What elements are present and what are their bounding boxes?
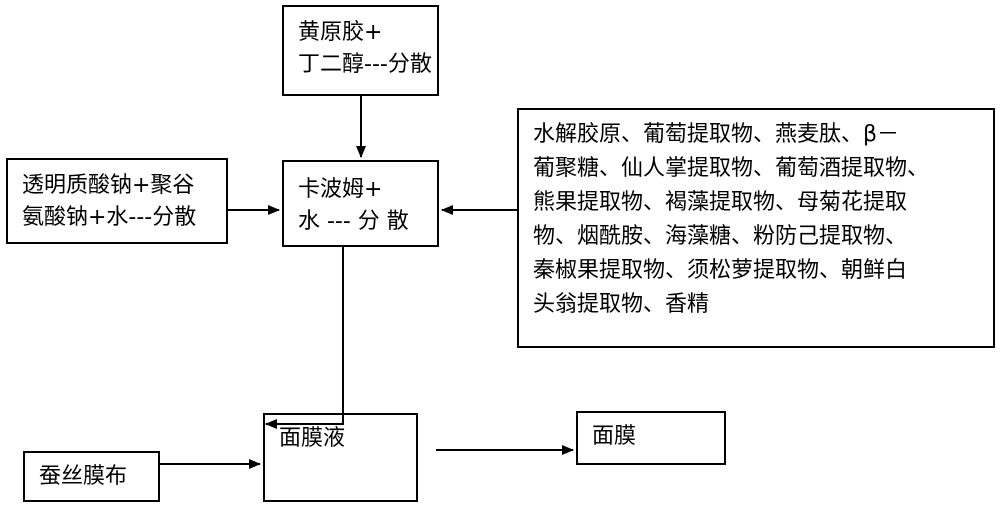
arrow-carbomer-to-liquid — [265, 247, 344, 429]
extracts-line: 物、烟酰胺、海藻糖、粉防己提取物、 — [533, 224, 908, 249]
extracts-line: 水解胶原、葡萄提取物、燕麦肽、β－ — [533, 122, 900, 147]
mask-liquid-box: 面膜液 — [263, 413, 418, 502]
silk-cloth-box: 蚕丝膜布 — [23, 451, 160, 502]
extracts-box: 水解胶原、葡萄提取物、燕麦肽、β－ 葡聚糖、仙人掌提取物、葡萄酒提取物、 熊果提… — [517, 108, 995, 348]
extracts-line: 秦椒果提取物、须松萝提取物、朝鲜白 — [533, 258, 908, 283]
carbomer-line2: 水 --- 分 散 — [298, 209, 409, 234]
carbomer-line1: 卡波姆+ — [298, 177, 383, 202]
extracts-line: 头翁提取物、香精 — [533, 292, 710, 317]
face-mask-label: 面膜 — [592, 424, 637, 449]
mask-liquid-label: 面膜液 — [279, 426, 346, 451]
face-mask-box: 面膜 — [576, 411, 726, 465]
hyaluronate-box: 透明质酸钠+聚谷 氨酸钠+水---分散 — [6, 158, 228, 244]
carbomer-box: 卡波姆+ 水 --- 分 散 — [282, 160, 439, 247]
silk-cloth-label: 蚕丝膜布 — [39, 464, 128, 489]
hyaluronate-line1: 透明质酸钠+聚谷 — [22, 173, 195, 198]
extracts-line: 熊果提取物、褐藻提取物、母菊花提取 — [533, 190, 908, 215]
xanthan-gum-line1: 黄原胶+ — [298, 20, 383, 45]
xanthan-gum-box: 黄原胶+ 丁二醇---分散 — [282, 5, 439, 96]
hyaluronate-line2: 氨酸钠+水---分散 — [22, 205, 197, 230]
xanthan-gum-line2: 丁二醇---分散 — [298, 52, 432, 77]
extracts-line: 葡聚糖、仙人掌提取物、葡萄酒提取物、 — [533, 156, 930, 181]
